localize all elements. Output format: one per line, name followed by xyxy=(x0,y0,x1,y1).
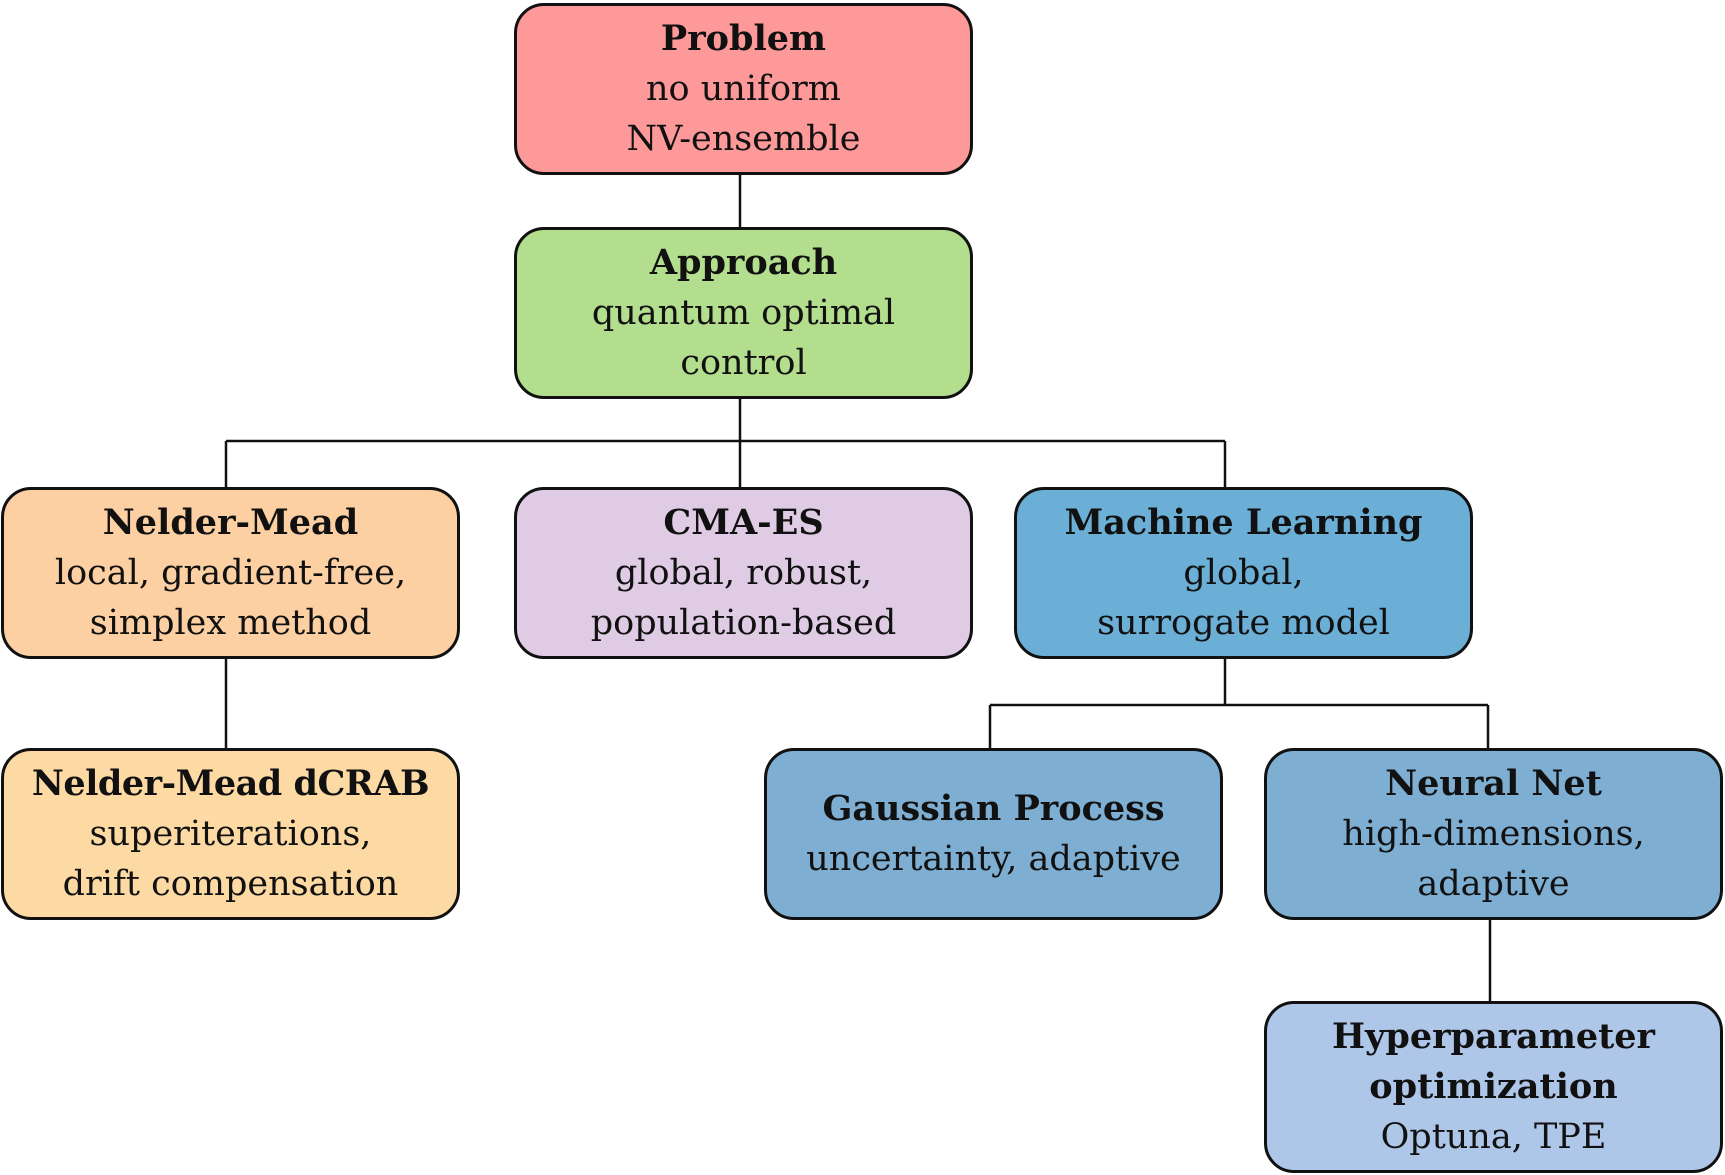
node-cma-es: CMA-ES global, robust, population-based xyxy=(514,487,973,659)
node-approach: Approach quantum optimal control xyxy=(514,227,973,399)
node-hyperparameter-optimization: Hyperparameter optimization Optuna, TPE xyxy=(1264,1001,1723,1173)
node-problem: Problem no uniform NV-ensemble xyxy=(514,3,973,175)
node-nelder-mead: Nelder-Mead local, gradient-free, simple… xyxy=(1,487,460,659)
node-nelder-mead-title: Nelder-Mead xyxy=(102,502,359,543)
node-approach-line-1: quantum optimal xyxy=(591,293,896,333)
node-nelder-mead-dcrab: Nelder-Mead dCRAB superiterations, drift… xyxy=(1,748,460,920)
node-problem-line-2: NV-ensemble xyxy=(626,119,861,159)
node-cma-es-line-2: population-based xyxy=(590,603,897,643)
node-gaussian-process-title: Gaussian Process xyxy=(822,788,1165,829)
node-machine-learning-line-1: global, xyxy=(1183,553,1304,593)
node-neural-net-line-1: high-dimensions, xyxy=(1342,814,1645,854)
node-cma-es-title: CMA-ES xyxy=(663,502,824,543)
node-cma-es-line-1: global, robust, xyxy=(614,553,873,593)
node-approach-title: Approach xyxy=(649,242,838,283)
node-neural-net: Neural Net high-dimensions, adaptive xyxy=(1264,748,1723,920)
node-problem-title: Problem xyxy=(660,18,827,59)
node-problem-line-1: no uniform xyxy=(646,69,841,109)
node-approach-line-2: control xyxy=(680,343,807,383)
node-gaussian-process: Gaussian Process uncertainty, adaptive xyxy=(764,748,1223,920)
node-nelder-mead-dcrab-title: Nelder-Mead dCRAB xyxy=(31,763,430,804)
node-nelder-mead-dcrab-line-1: superiterations, xyxy=(89,814,372,854)
node-nelder-mead-dcrab-line-2: drift compensation xyxy=(62,864,399,904)
node-machine-learning: Machine Learning global, surrogate model xyxy=(1014,487,1473,659)
node-machine-learning-title: Machine Learning xyxy=(1064,502,1423,543)
node-hyperparameter-title-1: Hyperparameter xyxy=(1331,1016,1656,1057)
node-machine-learning-line-2: surrogate model xyxy=(1097,603,1390,643)
node-hyperparameter-title-2: optimization xyxy=(1369,1066,1618,1107)
node-nelder-mead-line-2: simplex method xyxy=(89,603,372,643)
node-gaussian-process-line-1: uncertainty, adaptive xyxy=(806,839,1181,879)
node-hyperparameter-line-1: Optuna, TPE xyxy=(1380,1117,1607,1157)
node-neural-net-title: Neural Net xyxy=(1385,763,1602,804)
node-nelder-mead-line-1: local, gradient-free, xyxy=(54,553,407,593)
node-neural-net-line-2: adaptive xyxy=(1417,864,1570,904)
